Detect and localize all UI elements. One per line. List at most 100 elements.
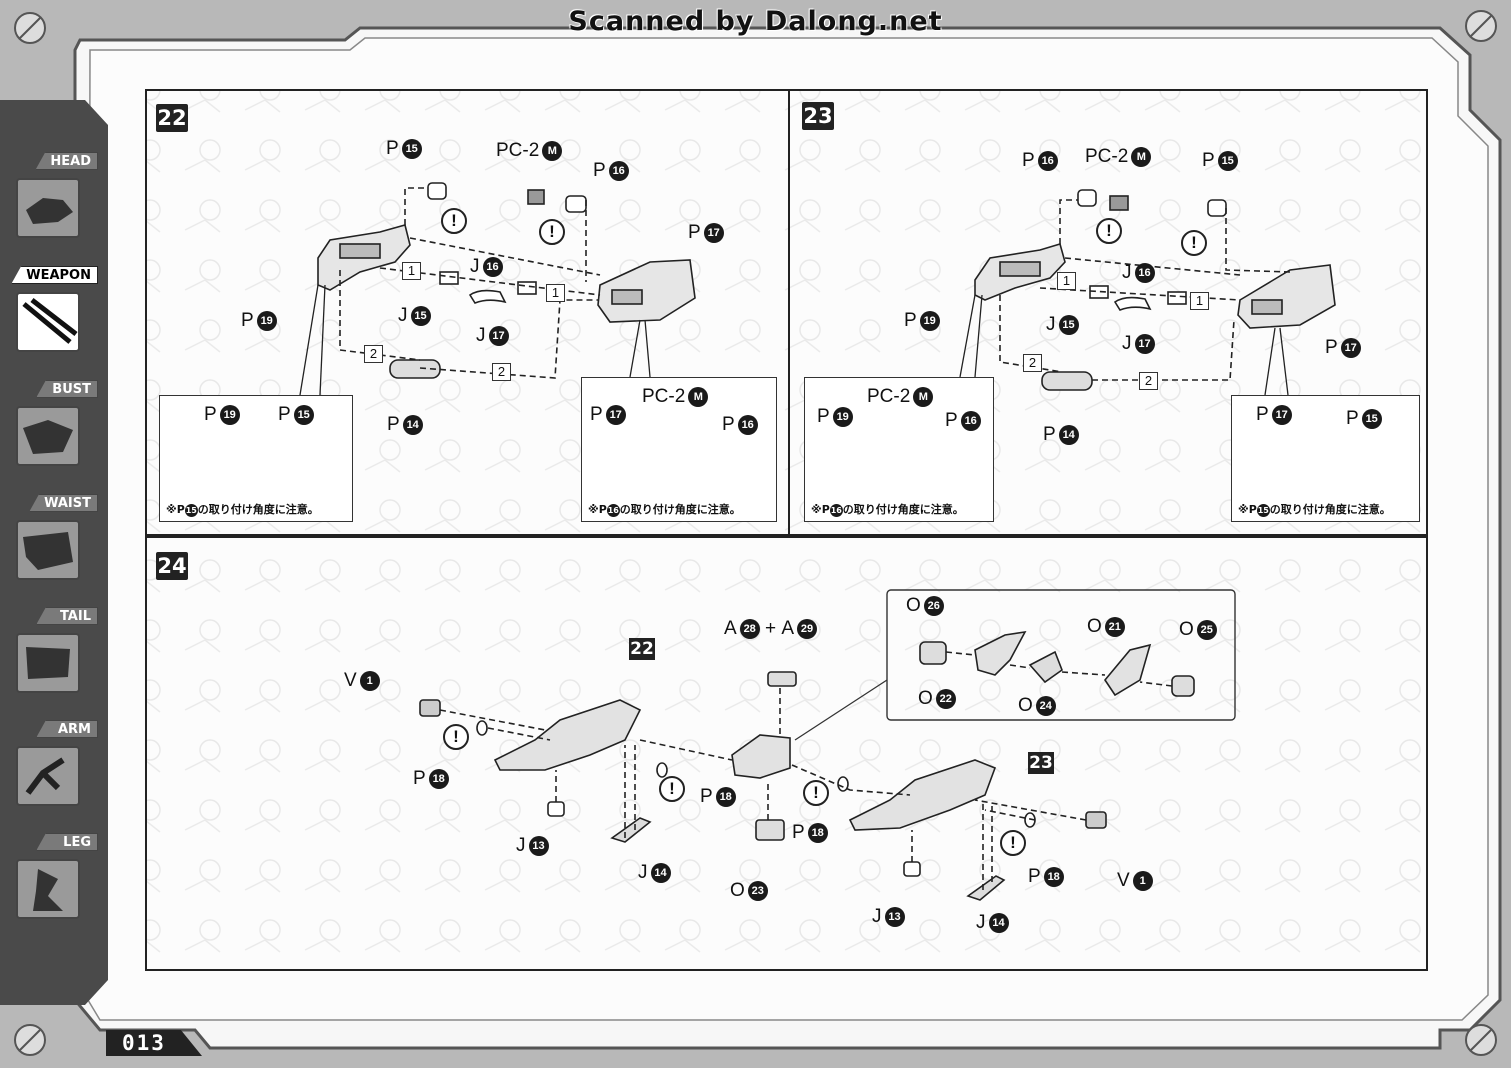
caution-icon: ! <box>539 219 565 245</box>
sequence-marker: 1 <box>1190 292 1209 310</box>
assembly-note: ※P15の取り付け角度に注意。 <box>1238 503 1391 517</box>
waist-thumbnail-icon <box>16 520 80 580</box>
sidebar-tab-label: LEG <box>36 833 98 851</box>
caution-icon: ! <box>441 208 467 234</box>
sidebar-tab-label: ARM <box>36 720 98 738</box>
sidebar-tab-bust[interactable]: BUST <box>8 376 102 474</box>
step-number-22: 22 <box>156 104 188 132</box>
step22-parts <box>317 182 696 379</box>
weapon-thumbnail-icon <box>16 292 80 352</box>
assembly-note: ※P15の取り付け角度に注意。 <box>166 503 319 517</box>
sequence-marker: 2 <box>1139 372 1158 390</box>
sequence-marker: 1 <box>1057 272 1076 290</box>
sidebar-tab-label: WAIST <box>29 494 98 512</box>
sidebar-tab-label: HEAD <box>35 152 98 170</box>
sidebar-tab-leg[interactable]: LEG <box>8 829 102 927</box>
sequence-marker: 2 <box>1023 354 1042 372</box>
sidebar-tab-label: TAIL <box>36 607 98 625</box>
assembly-note: ※P16の取り付け角度に注意。 <box>588 503 741 517</box>
step24-guides <box>439 651 1173 890</box>
step23-parts <box>974 189 1336 391</box>
step23-guides <box>999 199 1291 381</box>
sequence-marker: 2 <box>364 345 383 363</box>
scan-credit: Scanned by Dalong.net <box>568 6 943 37</box>
step-number-23: 23 <box>802 102 834 130</box>
caution-icon: ! <box>1096 218 1122 244</box>
sidebar-tab-arm[interactable]: ARM <box>8 716 102 814</box>
sequence-marker: 2 <box>492 363 511 381</box>
bust-thumbnail-icon <box>16 406 80 466</box>
subassembly-ref-22: 22 <box>629 638 655 660</box>
sidebar-tab-head[interactable]: HEAD <box>8 148 102 246</box>
assembly-note: ※P16の取り付け角度に注意。 <box>811 503 964 517</box>
sidebar-tab-weapon[interactable]: WEAPON <box>8 262 102 360</box>
sidebar-tab-tail[interactable]: TAIL <box>8 603 102 701</box>
caution-icon: ! <box>803 780 829 806</box>
caution-icon: ! <box>1000 830 1026 856</box>
tail-thumbnail-icon <box>16 633 80 693</box>
sidebar-tab-waist[interactable]: WAIST <box>8 490 102 588</box>
leg-thumbnail-icon <box>16 859 80 919</box>
caution-icon: ! <box>659 776 685 802</box>
step-number-24: 24 <box>156 552 188 580</box>
caution-icon: ! <box>1181 230 1207 256</box>
head-thumbnail-icon <box>16 178 80 238</box>
arm-thumbnail-icon <box>16 746 80 806</box>
sequence-marker: 1 <box>402 262 421 280</box>
caution-icon: ! <box>443 724 469 750</box>
sequence-marker: 1 <box>546 284 565 302</box>
step24-parts <box>419 630 1195 901</box>
sidebar-tab-label: BUST <box>36 380 98 398</box>
subassembly-ref-23: 23 <box>1028 752 1054 774</box>
